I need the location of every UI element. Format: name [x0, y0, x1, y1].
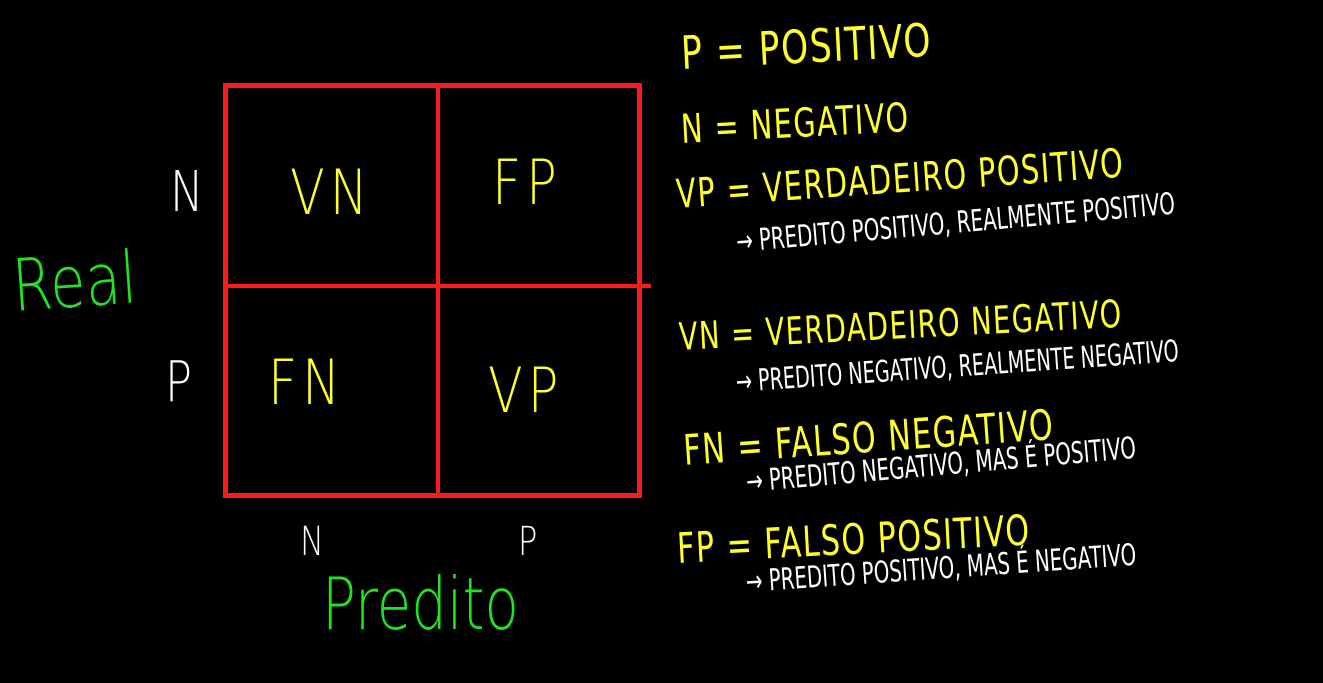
grid-horizontal-divider [228, 284, 651, 288]
row-label-n: N [170, 160, 204, 225]
predito-axis-title: Predito [322, 562, 519, 646]
cell-fp: FP [492, 146, 562, 219]
row-label-p: P [165, 350, 193, 415]
col-label-p: P [518, 519, 538, 565]
def-p: P = POSITIVO [679, 12, 934, 80]
cell-fn: FN [268, 346, 346, 419]
col-label-n: N [300, 519, 324, 565]
def-n: N = NEGATIVO [679, 95, 911, 153]
real-axis-title: Real [9, 235, 140, 328]
cell-vn: VN [290, 156, 373, 229]
confusion-matrix-grid [223, 83, 651, 498]
grid-vertical-divider [436, 88, 440, 493]
cell-vp: VP [488, 354, 564, 427]
